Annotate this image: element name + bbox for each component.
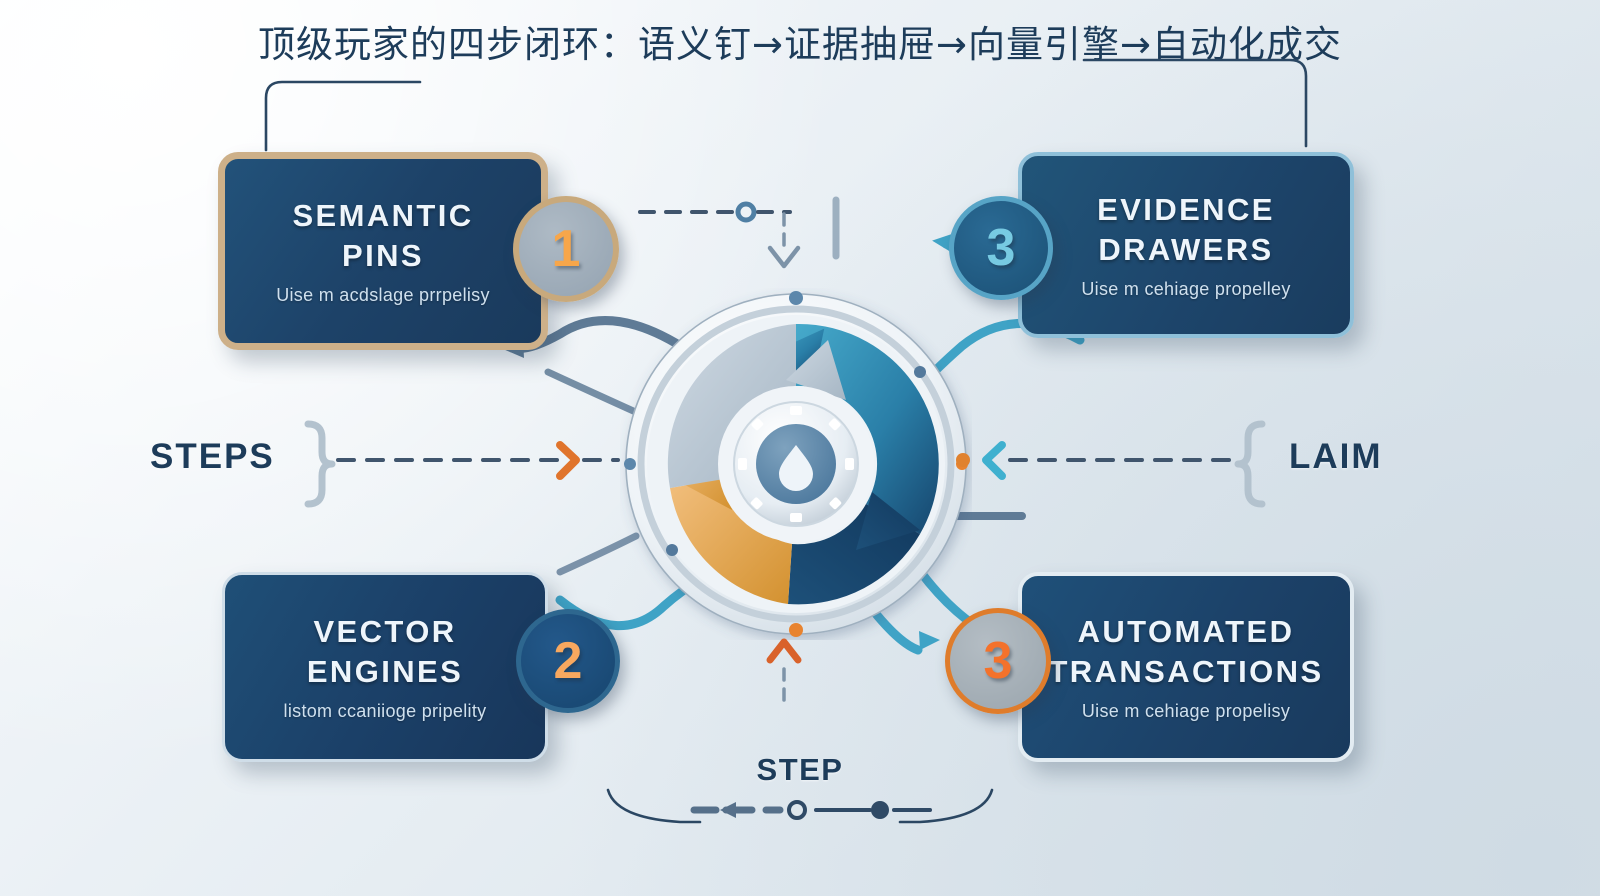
step-badge-1-number: 1 (551, 220, 581, 278)
hub-node-top (789, 291, 803, 305)
flow-arrowhead-automated (919, 631, 940, 650)
hub-arrowhead-navy (856, 492, 920, 550)
label-step: STEP (756, 752, 844, 787)
hub-node-left (624, 458, 636, 470)
chevron-up-icon (766, 638, 802, 664)
top-rail-node (735, 201, 757, 223)
bottom-bracket-right (898, 788, 994, 824)
central-cycle-hub (624, 291, 968, 637)
card-subtitle-vector-engines: listom ccaniioge pripelity (283, 700, 487, 721)
hub-segment-amber (670, 478, 792, 604)
step-badge-3[interactable]: 3 (949, 196, 1053, 300)
step-badge-1[interactable]: 1 (513, 196, 619, 302)
chevron-left-icon (982, 441, 1006, 480)
title-bracket-right (1082, 58, 1308, 148)
bottom-bracket-left (606, 788, 702, 824)
card-title-evidence-drawers: EVIDENCE DRAWERS (1097, 192, 1275, 267)
step-badge-3-number: 3 (986, 219, 1016, 277)
card-subtitle-automated-transactions: Uise m cehiage propelisy (1081, 700, 1291, 721)
card-title-semantic-pins: SEMANTIC PINS (292, 198, 474, 273)
label-laim: LAIM (1289, 437, 1383, 476)
step-badge-4-number: 3 (983, 632, 1013, 690)
card-automated-transactions[interactable]: AUTOMATED TRANSACTIONS Uise m cehiage pr… (1018, 572, 1354, 762)
droplet-icon (779, 445, 813, 491)
card-evidence-drawers[interactable]: EVIDENCE DRAWERS Uise m cehiage propelle… (1018, 152, 1354, 338)
card-title-vector-engines: VECTOR ENGINES (306, 614, 464, 689)
chevron-down-icon (767, 245, 801, 269)
card-subtitle-evidence-drawers: Uise m cehiage propelley (1081, 278, 1291, 299)
label-steps: STEPS (150, 437, 275, 476)
bottom-rail-arrowhead (720, 802, 736, 818)
hub-node-bottom (789, 623, 803, 637)
right-rail-node (956, 453, 970, 467)
card-title-automated-transactions: AUTOMATED TRANSACTIONS (1048, 614, 1324, 689)
step-badge-2-number: 2 (553, 632, 583, 690)
hub-arrowhead-grey (786, 340, 846, 400)
bottom-rail-filled-node (871, 801, 889, 819)
hub-segment-grey (667, 324, 796, 488)
card-subtitle-semantic-pins: Uise m acdslage prrpelisy (276, 284, 490, 305)
hub-gear-ticks (738, 406, 854, 522)
hub-inner-bezel (637, 305, 955, 623)
right-bracket (1234, 420, 1266, 508)
step-badge-2[interactable]: 2 (516, 609, 620, 713)
flow-arrow-semantic-return (544, 368, 644, 418)
bottom-rail-hollow-node (787, 800, 807, 820)
left-bracket (304, 420, 336, 508)
step-badge-4[interactable]: 3 (945, 608, 1051, 714)
flow-arrow-vector-return (556, 532, 640, 576)
title-bracket-left (264, 80, 422, 152)
hub-node-bottom-left (666, 544, 678, 556)
chevron-right-icon (556, 441, 580, 480)
card-vector-engines[interactable]: VECTOR ENGINES listom ccaniioge pripelit… (222, 572, 548, 762)
hub-node-top-right (914, 366, 926, 378)
